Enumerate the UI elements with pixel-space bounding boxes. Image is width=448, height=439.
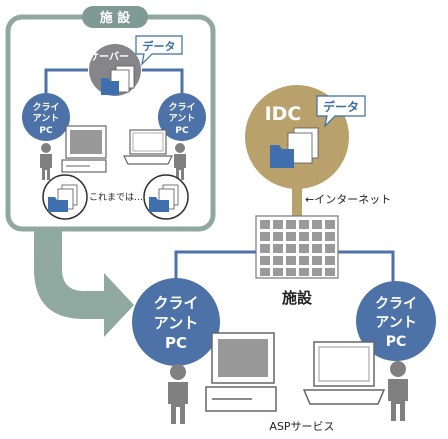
old-desktop-pc-icon — [61, 125, 107, 173]
server-folder-icon — [101, 65, 135, 95]
server-data-callout: データ — [135, 35, 183, 66]
old-client-left-line2: アント — [33, 113, 60, 124]
server-node: サーバー データ — [89, 35, 183, 96]
old-client-right-line1: クライ — [168, 102, 195, 113]
internet-label: ←インターネット — [305, 193, 391, 206]
facility-label: 施設 — [282, 289, 313, 307]
asp-service-caption: ASPサービス — [269, 420, 334, 433]
new-person-right-icon — [388, 361, 408, 421]
idc-node: IDC データ — [245, 85, 366, 189]
old-person-left-icon — [40, 143, 52, 180]
old-client-left-line1: クライ — [32, 102, 59, 113]
facility-tab — [82, 6, 148, 28]
idc-folder-icon — [270, 127, 319, 168]
old-client-left: クライ アント PC — [22, 93, 70, 141]
new-client-left-line2: アント — [154, 314, 198, 332]
new-client-left-line1: クライ — [153, 294, 198, 312]
new-client-left-line3: PC — [165, 334, 187, 352]
new-person-left-icon — [168, 364, 188, 424]
new-client-right: クライ アント PC — [356, 281, 436, 361]
local-data-right — [143, 174, 189, 220]
new-client-left: クライ アント PC — [132, 278, 220, 366]
server-label: サーバー — [89, 51, 129, 63]
new-client-right-line1: クライ — [375, 296, 417, 312]
old-client-right-line3: PC — [175, 126, 189, 136]
idc-data-label: データ — [323, 99, 359, 114]
old-person-right-icon — [174, 143, 186, 180]
new-client-right-line2: アント — [375, 315, 416, 331]
old-client-right-line2: アント — [169, 113, 196, 124]
until-now-caption: これまでは… — [89, 192, 143, 203]
old-laptop-icon — [123, 129, 173, 165]
idc-label: IDC — [265, 103, 302, 125]
facility-tab-label: 施 設 — [100, 10, 132, 26]
facility-building-icon — [255, 215, 339, 279]
new-laptop-icon — [302, 341, 386, 405]
server-data-label: データ — [143, 39, 176, 53]
idc-data-callout: データ — [316, 95, 366, 128]
internet-link — [292, 188, 302, 218]
new-desktop-pc-icon — [205, 332, 277, 412]
old-client-right: クライ アント PC — [158, 93, 206, 141]
transition-arrow — [34, 229, 134, 337]
old-network-lines — [44, 68, 184, 93]
local-data-left — [42, 174, 88, 220]
new-client-right-line3: PC — [386, 334, 407, 350]
old-client-left-line3: PC — [39, 126, 53, 136]
